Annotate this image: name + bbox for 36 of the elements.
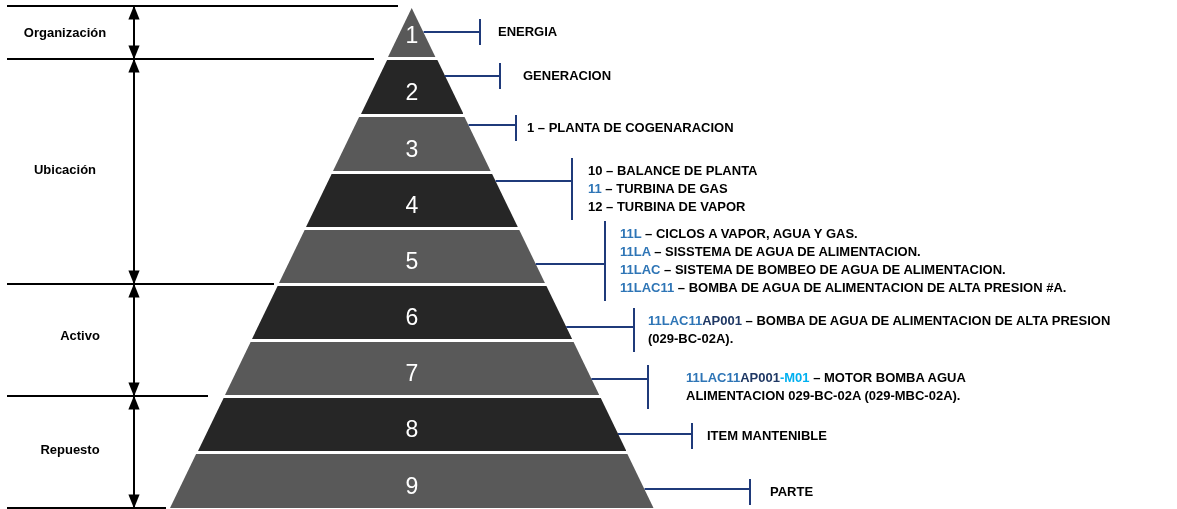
level-number: 8 — [405, 417, 419, 441]
level-label: Ubicación — [32, 161, 98, 179]
bracket-connector — [422, 18, 481, 46]
description-text: 12 – TURBINA DE VAPOR — [588, 198, 747, 216]
description-text: ENERGIA — [498, 23, 559, 41]
description-text: 11LAC11AP001-M01 – MOTOR BOMBA AGUA ALIMENTACION 029-BC-02A (029-MBC-02A). — [686, 369, 967, 405]
bracket-connector — [443, 62, 501, 90]
level-number: 4 — [405, 193, 419, 217]
level-number: 1 — [405, 23, 419, 47]
description-text: GENERACION — [523, 67, 613, 85]
level-number: 7 — [405, 361, 419, 385]
level-number: 2 — [405, 80, 419, 104]
level-number: 5 — [405, 249, 419, 273]
level-label: Organización — [22, 24, 108, 42]
level-label: Activo — [59, 327, 101, 345]
level-number: 3 — [405, 137, 419, 161]
level-number: 6 — [405, 305, 419, 329]
description-text: 11L – CICLOS A VAPOR, AGUA Y GAS. — [620, 225, 859, 243]
bracket-connector — [534, 220, 606, 302]
bracket-connector — [565, 307, 635, 353]
bracket-connector — [590, 364, 649, 410]
description-text: 10 – BALANCE DE PLANTA — [588, 162, 759, 180]
description-text: ITEM MANTENIBLE — [707, 427, 828, 445]
description-text: 11LAC11 – BOMBA DE AGUA DE ALIMENTACION DE ALTA PRESION #A. — [620, 279, 1068, 297]
bracket-connector — [643, 478, 751, 506]
bracket-connector — [494, 157, 573, 221]
description-text: 1 – PLANTA DE COGENARACION — [527, 119, 735, 137]
bracket-connector — [616, 422, 693, 450]
description-text: 11LA – SISSTEMA DE AGUA DE ALIMENTACION. — [620, 243, 922, 261]
description-text: 11LAC – SISTEMA DE BOMBEO DE AGUA DE ALIMENTACION. — [620, 261, 1007, 279]
level-number: 9 — [405, 474, 419, 498]
bracket-connector — [467, 114, 517, 142]
level-label: Repuesto — [39, 441, 101, 459]
description-text: 11LAC11AP001 – BOMBA DE AGUA DE ALIMENTACION DE ALTA PRESION (029-BC-02A). — [648, 312, 1112, 348]
description-text: PARTE — [770, 483, 815, 501]
description-text: 11 – TURBINA DE GAS — [588, 180, 729, 198]
